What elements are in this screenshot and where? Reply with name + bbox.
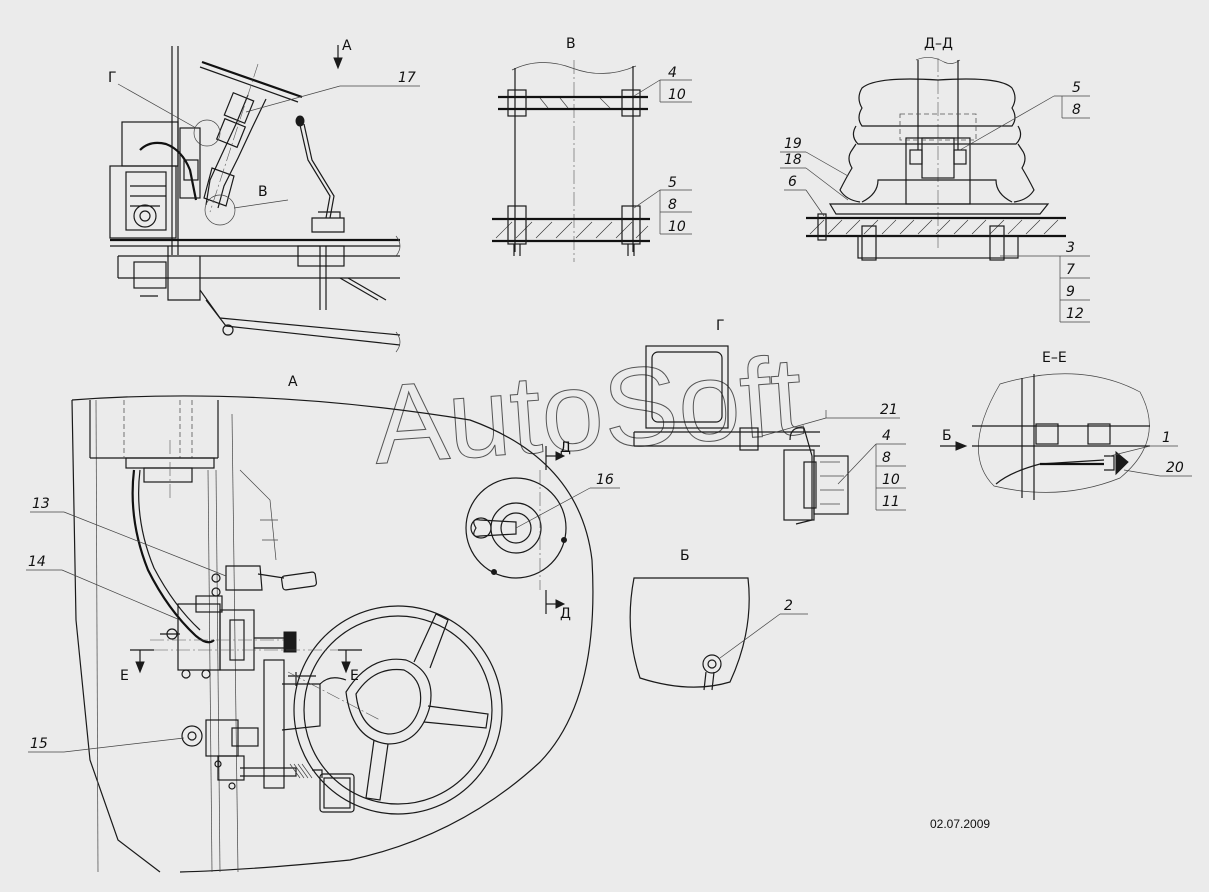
- part-a-15: 15: [30, 736, 48, 752]
- part-g-11: 11: [882, 494, 900, 510]
- part-17: 17: [398, 70, 416, 86]
- part-a-16: 16: [596, 472, 614, 488]
- part-dd-9: 9: [1066, 284, 1075, 300]
- part-v-8: 8: [668, 197, 677, 213]
- part-dd-18: 18: [784, 152, 802, 168]
- side-view: А: [108, 38, 420, 353]
- section-ee-title: Е–Е: [1042, 350, 1067, 366]
- cut-d-top-label: Д: [560, 440, 571, 456]
- view-b: Б 2: [629, 548, 808, 691]
- callout-g-label: Г: [108, 70, 117, 86]
- watermark: AutoSoft: [369, 333, 806, 488]
- cut-d-bottom-label: Д: [560, 606, 571, 622]
- part-g-8: 8: [882, 450, 891, 466]
- section-ee: Е–Е Б 1 20: [940, 350, 1192, 500]
- cut-e-left-label: Е: [120, 668, 129, 684]
- view-a: А: [26, 374, 620, 873]
- part-ee-1: 1: [1162, 430, 1171, 446]
- drawing-date: 02.07.2009: [930, 817, 990, 831]
- part-b-2: 2: [784, 598, 793, 614]
- part-dd-6: 6: [788, 174, 797, 190]
- callout-v-label: В: [258, 184, 268, 200]
- view-v-title: В: [566, 36, 576, 52]
- section-dd-title: Д–Д: [924, 36, 953, 52]
- part-ee-20: 20: [1166, 460, 1184, 476]
- part-dd-5: 5: [1072, 80, 1081, 96]
- section-dd: Д–Д: [780, 36, 1090, 323]
- view-b-title: Б: [680, 548, 690, 564]
- part-g-4: 4: [882, 428, 891, 444]
- part-v-5: 5: [668, 175, 677, 191]
- cut-e-right-label: Е: [350, 668, 359, 684]
- part-dd-3: 3: [1066, 240, 1075, 256]
- part-dd-19: 19: [784, 136, 802, 152]
- view-v: В 4 10 5 8: [492, 36, 692, 262]
- part-dd-7: 7: [1066, 262, 1075, 278]
- arrow-a-label: А: [342, 38, 352, 54]
- part-v-10-top: 10: [668, 87, 686, 103]
- part-v-10-bottom: 10: [668, 219, 686, 235]
- view-g: Г 21 4 8 10 11: [633, 318, 906, 525]
- part-a-14: 14: [28, 554, 46, 570]
- part-g-10: 10: [882, 472, 900, 488]
- part-v-4: 4: [668, 65, 677, 81]
- arrow-b-label: Б: [942, 428, 952, 444]
- part-dd-8: 8: [1072, 102, 1081, 118]
- view-a-title: А: [288, 374, 298, 390]
- part-a-13: 13: [32, 496, 50, 512]
- view-g-title: Г: [716, 318, 725, 334]
- part-dd-12: 12: [1066, 306, 1084, 322]
- part-g-21: 21: [880, 402, 898, 418]
